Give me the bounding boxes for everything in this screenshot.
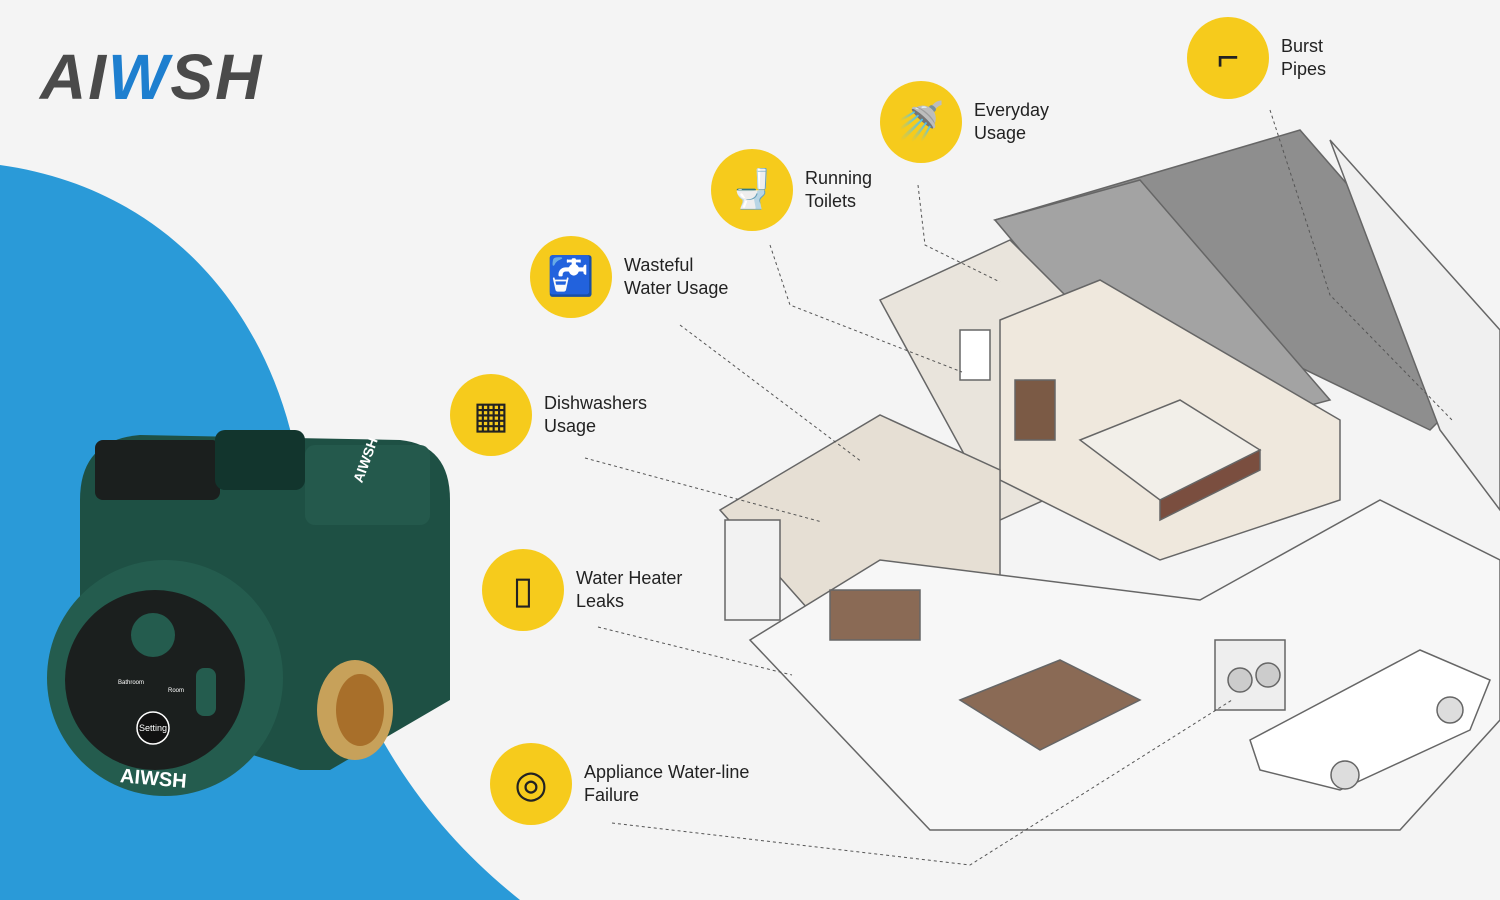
burst-pipe-icon: ⌐ <box>1187 17 1269 99</box>
callout-label: Water Heater <box>576 568 683 588</box>
washing-machine-icon: ◎ <box>490 743 572 825</box>
callout-label: Running <box>805 168 873 188</box>
faucet-icon: 🚰 <box>530 236 612 318</box>
water-heater-icon: ▯ <box>482 549 564 631</box>
callout-label: Burst <box>1281 36 1324 56</box>
brand-logo: AIWSH <box>40 41 264 113</box>
callout-label: Water Usage <box>624 278 729 298</box>
device-indicator-room: Room <box>168 688 185 694</box>
leader-everyday-usage <box>917 184 1001 283</box>
shower-head-icon: 🚿 <box>880 81 962 163</box>
leader-appliance <box>611 699 1233 866</box>
leader-wasteful-water <box>679 324 863 463</box>
toilet-icon: 🚽 <box>711 149 793 231</box>
leader-lines <box>584 109 1453 866</box>
dishwasher-icon: ▦ <box>450 374 532 456</box>
device-indicator-bathroom: Bathroom <box>118 680 145 686</box>
callout-label: Usage <box>544 416 597 436</box>
leader-burst-pipes <box>1269 109 1453 421</box>
callout-label: Appliance Water-line <box>584 762 750 782</box>
callout-label: Failure <box>584 785 640 805</box>
callout-label: Usage <box>974 123 1027 143</box>
callout-label: Dishwashers <box>544 393 648 413</box>
leader-running-toilets <box>769 244 963 373</box>
callout-label: Everyday <box>974 100 1050 120</box>
callout-label: Leaks <box>576 591 625 611</box>
house-cutaway-illustration <box>718 129 1500 831</box>
callout-label: Toilets <box>805 191 857 211</box>
device-setting-button[interactable]: Setting <box>139 723 168 733</box>
leader-dishwashers <box>584 457 823 523</box>
callout-label: Wasteful <box>624 255 694 275</box>
water-monitor-device <box>47 430 450 796</box>
callout-label: Pipes <box>1281 59 1327 79</box>
